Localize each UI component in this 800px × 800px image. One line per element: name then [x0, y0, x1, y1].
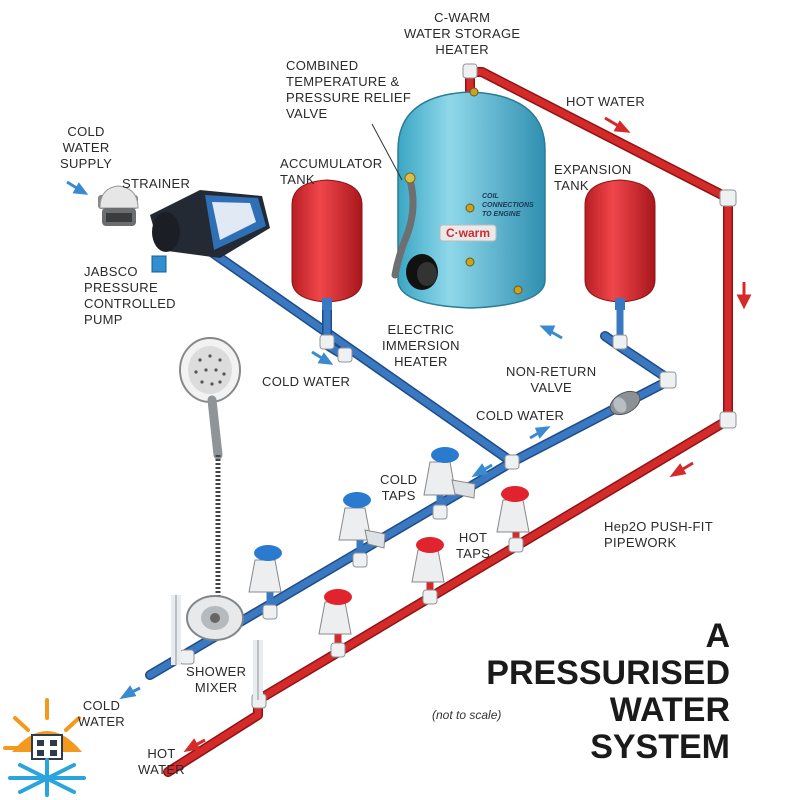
accumulator-tank-label: ACCUMULATOR TANK	[280, 156, 383, 187]
cold-water-out-label: COLD WATER	[78, 698, 125, 729]
coil-text-1: COIL	[482, 193, 499, 200]
cold-tap-icon	[338, 492, 386, 549]
diagram-title: A PRESSURISED WATER SYSTEM	[486, 617, 730, 766]
pipe-fittings	[179, 63, 737, 709]
expansion-tank-label: EXPANSION TANK	[554, 162, 632, 193]
hot-tap-icon	[496, 486, 530, 533]
non-return-valve-label: NON-RETURN VALVE	[506, 364, 597, 395]
relief-valve-label: COMBINED TEMPERATURE & PRESSURE RELIEF V…	[286, 58, 412, 121]
immersion-heater-label: ELECTRIC IMMERSION HEATER	[382, 322, 460, 369]
strainer-label: STRAINER	[122, 176, 191, 191]
snowflake-sun-logo-icon	[3, 698, 86, 797]
pump-icon	[150, 190, 270, 273]
hot-tap-icon	[318, 589, 352, 635]
shower-mixer-icon	[171, 595, 263, 700]
coil-text-3: TO ENGINE	[482, 211, 521, 218]
cold-water-left-label: COLD WATER	[262, 374, 351, 389]
flow-arrows	[66, 116, 752, 753]
shower-mixer-label: SHOWER MIXER	[186, 664, 247, 695]
hot-taps-label: HOT TAPS	[456, 530, 491, 561]
relief-valve-leader	[371, 123, 403, 181]
cold-taps-label: COLD TAPS	[380, 472, 418, 503]
non-return-valve-icon	[609, 390, 641, 416]
shower-head-icon	[179, 337, 241, 598]
pump-label: JABSCO PRESSURE CONTROLLED PUMP	[84, 264, 176, 327]
accumulator-tank	[291, 179, 363, 310]
cold-water-supply-label: COLD WATER SUPPLY	[60, 124, 113, 171]
cwarm-storage-tank: C·warm COIL CONNECTIONS TO ENGINE	[391, 87, 546, 309]
cold-water-mid-label: COLD WATER	[476, 408, 565, 423]
cold-tap-icon	[423, 447, 476, 499]
cwarm-heater-label: C-WARM WATER STORAGE HEATER	[404, 10, 521, 57]
strainer-icon	[98, 185, 139, 226]
hot-tap-icon	[411, 537, 445, 583]
pipework-label: Hep2O PUSH-FIT PIPEWORK	[604, 519, 713, 550]
hot-water-top-label: HOT WATER	[566, 94, 646, 109]
hot-water-out-label: HOT WATER	[138, 746, 185, 777]
cold-tap-icon	[248, 545, 282, 593]
tank-brand-text: C·warm	[446, 226, 490, 240]
not-to-scale-note: (not to scale)	[432, 708, 502, 722]
coil-text-2: CONNECTIONS	[482, 202, 534, 209]
expansion-tank	[584, 179, 656, 310]
